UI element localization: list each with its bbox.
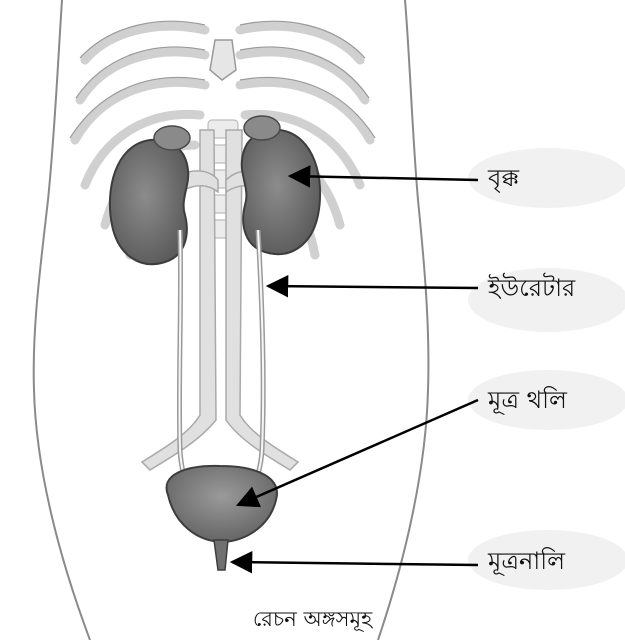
urethra-label: মূত্রনালি [488, 549, 565, 573]
label-backdrops [468, 148, 625, 590]
figure-caption: রেচন অঙ্গসমূহ [0, 603, 625, 638]
ureter-label: ইউরেটার [488, 276, 575, 300]
urethra-pointer-arrow [232, 562, 478, 565]
ureter-pointer-arrow [268, 286, 478, 288]
right-kidney [242, 116, 320, 254]
urethra [214, 540, 228, 570]
kidney-label: বৃক্ক [488, 166, 519, 190]
urinary-bladder [167, 466, 277, 542]
sternum [210, 40, 236, 80]
ureters [179, 230, 263, 500]
ureters-inner [179, 230, 263, 500]
bladder-label: মূত্র থলি [488, 388, 567, 412]
